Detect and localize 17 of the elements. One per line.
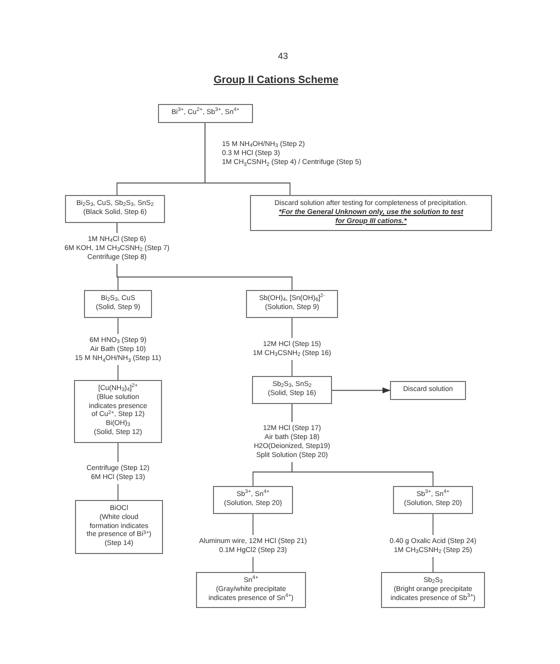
process-box [246,290,338,318]
process-box [158,104,253,123]
connector-line [204,122,290,196]
process-box [75,500,163,554]
process-box [84,290,152,318]
process-box [393,486,473,514]
process-box [196,572,306,608]
process-box [65,195,165,222]
page-number: 43 [278,50,288,63]
arrow [332,387,390,394]
process-box [381,572,485,608]
process-box [250,195,492,232]
process-box [390,381,466,400]
process-box [74,380,162,442]
process-box [213,486,293,514]
process-box [252,376,332,404]
title: Group II Cations Scheme [214,73,338,88]
